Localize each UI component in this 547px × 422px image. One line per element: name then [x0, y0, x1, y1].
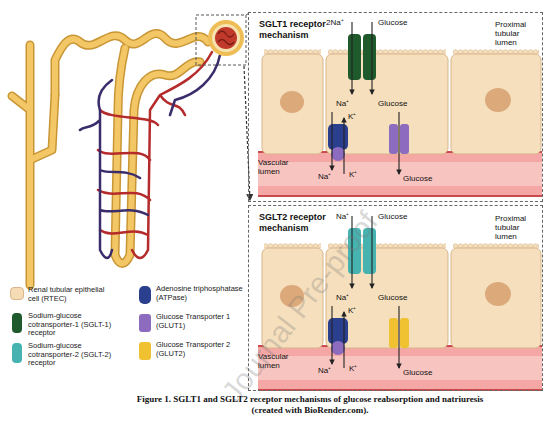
- figure-caption: Figure 1. SGLT1 and SGLT2 receptor mecha…: [120, 394, 500, 416]
- molecule-label: Glucose: [378, 99, 407, 108]
- molecule-label: Glucose: [403, 174, 432, 183]
- legend-text: Glucose Transporter 1 (GLUT1): [156, 313, 251, 330]
- watermark: Journal Pre-proof: [200, 186, 399, 422]
- legend-swatch: [12, 343, 22, 363]
- molecule-label: Glucose: [378, 293, 407, 302]
- ion-label: K⁺: [349, 170, 357, 179]
- legend-text: Glucose Transporter 2 (GLUT2): [156, 341, 251, 358]
- molecule-label: Glucose: [378, 212, 407, 221]
- legend-swatch: [139, 286, 151, 304]
- legend-text: Renal tubular epithelial cell (RTEC): [28, 286, 116, 303]
- legend-swatch: [139, 314, 151, 332]
- ion-label: K⁺: [349, 364, 357, 373]
- panel-heading: SGLT1 receptor mechanism: [259, 19, 333, 40]
- legend-text: Sodium-glucose cotransporter-2 (SGLT-2) …: [28, 342, 116, 368]
- lumen-label: Proximal tubular lumen: [495, 214, 537, 241]
- ion-label: Na⁺: [336, 293, 349, 302]
- molecule-label: Glucose: [378, 18, 407, 27]
- lumen-label: Vascular lumen: [258, 352, 300, 370]
- lumen-label: Proximal tubular lumen: [495, 20, 537, 47]
- ion-label: 2Na⁺: [326, 18, 344, 27]
- lumen-label: Vascular lumen: [258, 158, 300, 176]
- legend-swatch: [139, 342, 151, 360]
- ion-label: Na⁺: [318, 366, 331, 375]
- ion-label: Na⁺: [336, 212, 349, 221]
- molecule-label: Glucose: [403, 368, 432, 377]
- legend-text: Adenosine triphosphatase (ATPase): [156, 285, 251, 302]
- legend-swatch: [10, 287, 24, 300]
- legend-text: Sodium-glucose cotransporter-1 (SGLT-1) …: [28, 312, 116, 338]
- ion-label: K⁺: [348, 112, 356, 121]
- ion-label: Na⁺: [318, 172, 331, 181]
- panel-heading: SGLT2 receptor mechanism: [259, 212, 333, 233]
- legend-swatch: [12, 313, 22, 333]
- ion-label: K⁺: [348, 306, 356, 315]
- ion-label: Na⁺: [336, 99, 349, 108]
